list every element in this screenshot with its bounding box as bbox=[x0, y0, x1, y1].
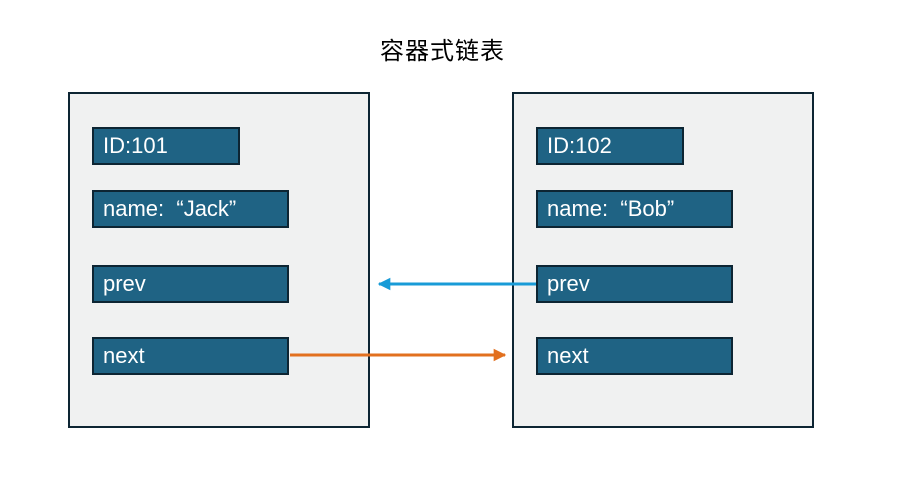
linked-list-node-101: ID:101 name: “Jack” prev next bbox=[68, 92, 370, 428]
id-field: ID:102 bbox=[536, 127, 684, 165]
name-field: name: “Bob” bbox=[536, 190, 733, 228]
next-field: next bbox=[92, 337, 289, 375]
prev-field: prev bbox=[92, 265, 289, 303]
name-field: name: “Jack” bbox=[92, 190, 289, 228]
id-field: ID:101 bbox=[92, 127, 240, 165]
prev-field: prev bbox=[536, 265, 733, 303]
next-field: next bbox=[536, 337, 733, 375]
linked-list-node-102: ID:102 name: “Bob” prev next bbox=[512, 92, 814, 428]
page-title: 容器式链表 bbox=[380, 38, 505, 65]
